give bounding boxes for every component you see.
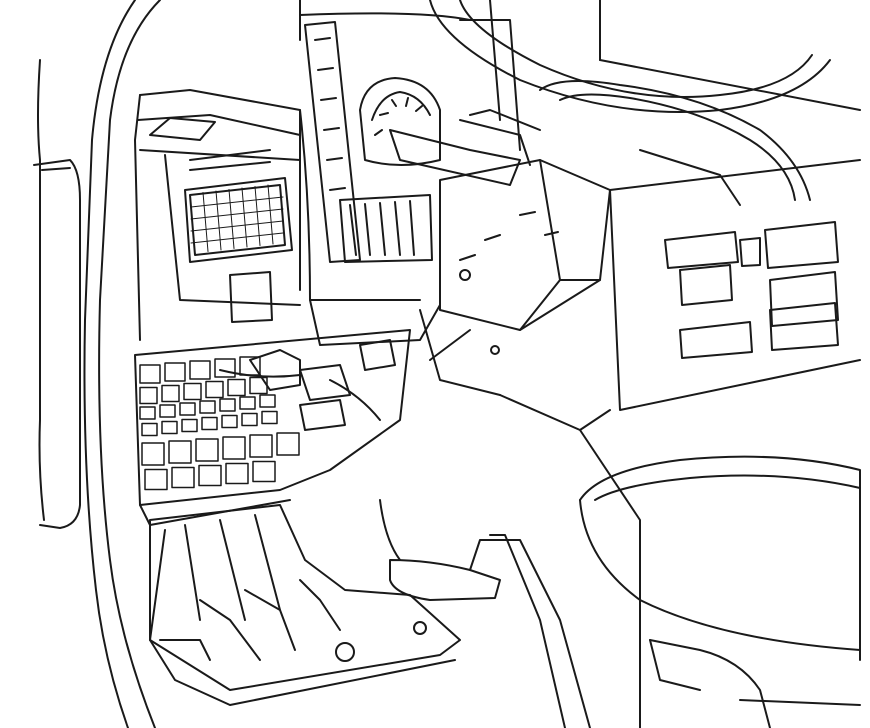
grille-bar [255, 187, 260, 246]
fuse-slot [162, 386, 179, 402]
fuse-slot [253, 462, 275, 482]
fuse-slot [215, 359, 235, 377]
instrument-cluster [300, 0, 520, 345]
fuse-slot [262, 412, 277, 424]
fuse-slot [240, 397, 255, 409]
fuse-slot [182, 420, 197, 432]
fuse-box-cover [150, 505, 460, 705]
gear-lever [380, 500, 590, 728]
a-pillar [84, 0, 860, 728]
fuse-slot [220, 399, 235, 411]
fuse-slot [142, 424, 157, 436]
fuse-slot [200, 401, 215, 413]
fuse-relay-box [135, 330, 410, 525]
driver-seat [580, 457, 860, 728]
grille-bar [191, 233, 283, 243]
fuse-slot [172, 468, 194, 488]
fuse-slot [145, 470, 167, 490]
grille-bar [242, 188, 247, 247]
fuse-slot [250, 435, 272, 457]
fuse-slot [165, 363, 185, 381]
center-console [500, 160, 860, 728]
fuse-slot [162, 422, 177, 434]
grille-bar [229, 190, 234, 249]
grille-bar [216, 191, 221, 250]
air-vent-grille [185, 178, 292, 262]
fuse-slot [206, 382, 223, 398]
fuse-slot [180, 403, 195, 415]
fuse-slot [277, 433, 299, 455]
fuse-slot [223, 437, 245, 459]
grille-bar [203, 193, 208, 252]
fuse-slot [142, 443, 164, 465]
fuse-slot [184, 384, 201, 400]
fuse-slot [226, 464, 248, 484]
fuse-slot [242, 414, 257, 426]
grille-bar [191, 197, 283, 207]
grille-bar [191, 221, 283, 231]
fuse-slot [202, 418, 217, 430]
grille-bar [268, 185, 273, 244]
fuse-slot [140, 407, 155, 419]
grille-lines [191, 185, 283, 252]
door-frame [34, 60, 80, 528]
steering-column [420, 160, 610, 395]
fuse-slot [140, 365, 160, 383]
fuse-slot [190, 361, 210, 379]
fuse-slot [196, 439, 218, 461]
fuse-slot [228, 380, 245, 396]
fuse-slot [260, 395, 275, 407]
fuse-slot [140, 388, 157, 404]
fuse-slot [160, 405, 175, 417]
fuse-slot [199, 466, 221, 486]
grille-bar [191, 209, 283, 219]
fuse-slot [169, 441, 191, 463]
dashboard-left-panel [135, 90, 420, 340]
fuse-slot [222, 416, 237, 428]
steering-wheel [390, 0, 830, 205]
